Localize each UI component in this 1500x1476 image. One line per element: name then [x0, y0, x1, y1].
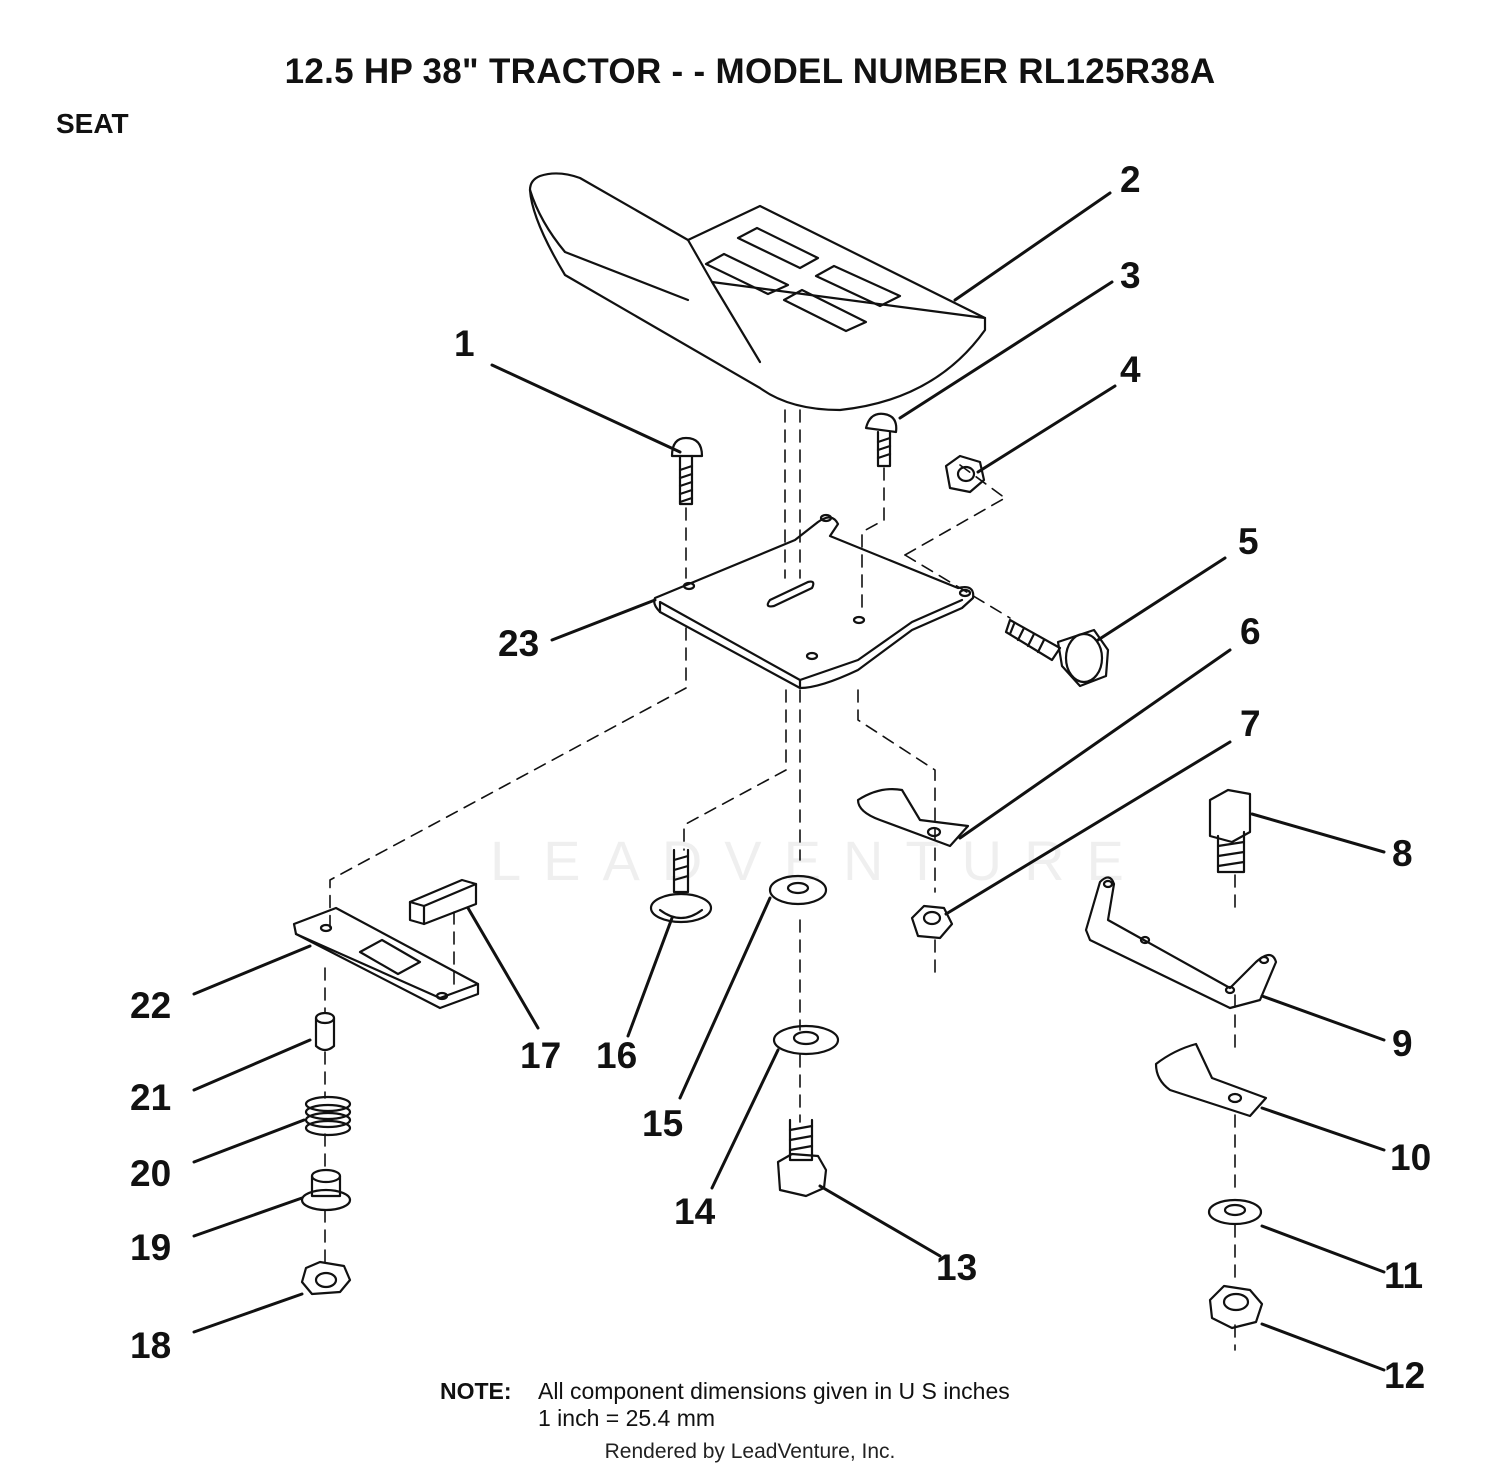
lock-nut-part: [910, 904, 954, 940]
leader-lines: [192, 191, 1386, 1372]
note-line-1: All component dimensions given in U S in…: [538, 1378, 1010, 1404]
clip-part: [1154, 1042, 1268, 1118]
carriage-bolt-part: [670, 436, 704, 506]
note-label: NOTE:: [440, 1378, 512, 1404]
bracket-part: [1084, 876, 1278, 1010]
callout-3: 3: [1120, 255, 1141, 296]
seat-part: [528, 172, 987, 412]
watermark-text: LEADVENTURE: [490, 829, 1146, 892]
hex-nut-part: [944, 454, 986, 494]
lock-nut-part: [1208, 1284, 1264, 1330]
callout-7: 7: [1240, 703, 1261, 744]
callout-14: 14: [674, 1191, 716, 1232]
hex-bolt-part: [776, 1118, 828, 1198]
callout-21: 21: [130, 1077, 171, 1118]
lock-washer-part: [772, 1024, 840, 1056]
page-title: 12.5 HP 38" TRACTOR - - MODEL NUMBER RL1…: [284, 52, 1216, 91]
block-part: [408, 878, 478, 926]
callout-19: 19: [130, 1227, 171, 1268]
callout-20: 20: [130, 1153, 171, 1194]
render-credit: Rendered by LeadVenture, Inc.: [604, 1440, 896, 1463]
round-head-screw-part: [864, 412, 898, 468]
note-line-2: 1 inch = 25.4 mm: [538, 1405, 716, 1431]
callout-12: 12: [1384, 1355, 1425, 1396]
flat-washer-part: [768, 874, 828, 906]
section-label: SEAT: [56, 108, 129, 139]
flange-nut-part: [300, 1260, 352, 1296]
callout-11: 11: [1384, 1255, 1423, 1296]
callout-1: 1: [454, 323, 475, 364]
callout-13: 13: [936, 1247, 977, 1288]
pin-part: [314, 1011, 336, 1052]
flange-screw-part: [649, 848, 713, 924]
callout-18: 18: [130, 1325, 171, 1366]
callout-numbers: 1 2 3 4 5 6 7 8 9 10 11 12 13 14 15 16 1…: [130, 159, 1431, 1396]
flat-washer-part: [1207, 1198, 1263, 1226]
callout-9: 9: [1392, 1023, 1413, 1064]
callout-5: 5: [1238, 521, 1259, 562]
callout-10: 10: [1390, 1137, 1431, 1178]
clip-part: [856, 788, 970, 848]
callout-8: 8: [1392, 833, 1413, 874]
callout-16: 16: [596, 1035, 637, 1076]
callout-22: 22: [130, 985, 171, 1026]
latch-plate-part: [292, 906, 480, 1010]
callout-4: 4: [1120, 349, 1141, 390]
dimension-note: NOTE: All component dimensions given in U…: [440, 1378, 1010, 1432]
spring-part: [304, 1095, 352, 1137]
callout-17: 17: [520, 1035, 561, 1076]
hex-bolt-part: [1208, 788, 1252, 874]
shoulder-bolt-part: [1004, 618, 1110, 688]
seat-plate-part: [653, 513, 975, 690]
callout-23: 23: [498, 623, 539, 664]
callout-15: 15: [642, 1103, 683, 1144]
flanged-bushing-part: [300, 1168, 352, 1212]
callout-2: 2: [1120, 159, 1141, 200]
callout-6: 6: [1240, 611, 1261, 652]
